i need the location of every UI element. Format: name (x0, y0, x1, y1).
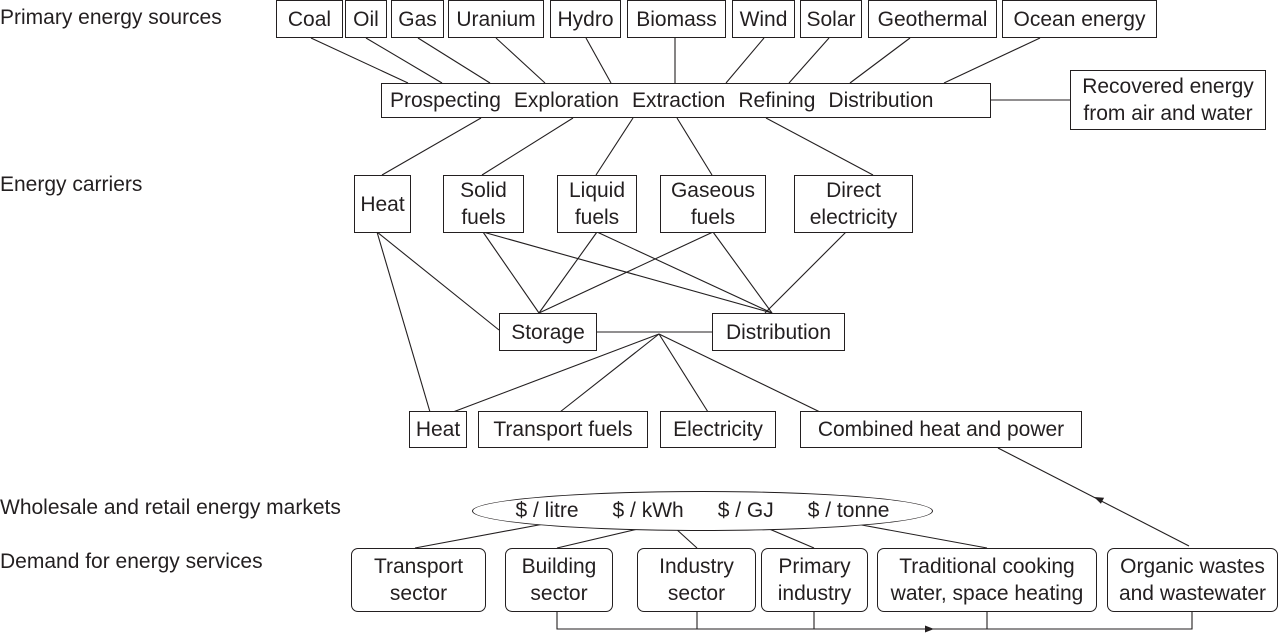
energy-markets-ellipse: $ / litre $ / kWh $ / GJ $ / tonne (472, 491, 933, 531)
section-label-primary-sources: Primary energy sources (0, 6, 222, 29)
process-exploration: Exploration (513, 89, 619, 112)
price-unit-kwh: $ / kWh (612, 499, 684, 522)
carrier-box-direct-electricity: Direct electricity (794, 175, 913, 233)
output-box-heat: Heat (409, 411, 467, 448)
process-extraction: Extraction (631, 89, 726, 112)
distribution-box: Distribution (712, 313, 845, 351)
source-box-ocean-energy: Ocean energy (1002, 0, 1157, 38)
carrier-box-heat: Heat (354, 175, 411, 233)
processing-chain-box: Prospecting Exploration Extraction Refin… (381, 83, 991, 118)
arrowhead-up-icon (1094, 497, 1105, 504)
price-unit-tonne: $ / tonne (807, 499, 890, 522)
carrier-box-solid-fuels: Solid fuels (443, 175, 524, 233)
source-box-uranium: Uranium (448, 0, 544, 38)
process-prospecting: Prospecting (390, 89, 501, 112)
recovered-energy-box: Recovered energy from air and water (1070, 70, 1266, 130)
source-box-wind: Wind (732, 0, 795, 38)
output-box-electricity: Electricity (660, 411, 776, 448)
section-label-energy-carriers: Energy carriers (0, 173, 143, 196)
process-refining: Refining (738, 89, 816, 112)
source-box-oil: Oil (345, 0, 387, 38)
section-label-demand: Demand for energy services (0, 550, 263, 573)
sector-box-traditional-cooking: Traditional cooking water, space heating (877, 548, 1097, 612)
source-box-gas: Gas (391, 0, 444, 38)
source-box-solar: Solar (800, 0, 862, 38)
sector-box-organic-wastes: Organic wastes and wastewater (1107, 548, 1278, 612)
source-box-hydro: Hydro (550, 0, 621, 38)
carrier-box-gaseous-fuels: Gaseous fuels (660, 175, 766, 233)
sector-box-building: Building sector (505, 548, 613, 612)
price-unit-gj: $ / GJ (717, 499, 774, 522)
process-distribution: Distribution (828, 89, 934, 112)
carrier-box-liquid-fuels: Liquid fuels (557, 175, 637, 233)
price-unit-litre: $ / litre (515, 499, 579, 522)
output-box-chp: Combined heat and power (800, 411, 1082, 448)
output-box-transport-fuels: Transport fuels (478, 411, 648, 448)
source-box-biomass: Biomass (627, 0, 726, 38)
sector-box-primary-industry: Primary industry (761, 548, 868, 612)
arrowhead-right-icon (925, 625, 934, 633)
sector-box-transport: Transport sector (351, 548, 486, 612)
sector-box-industry: Industry sector (637, 548, 756, 612)
section-label-markets: Wholesale and retail energy markets (0, 496, 341, 519)
storage-box: Storage (499, 313, 597, 351)
source-box-geothermal: Geothermal (868, 0, 997, 38)
source-box-coal: Coal (276, 0, 343, 38)
